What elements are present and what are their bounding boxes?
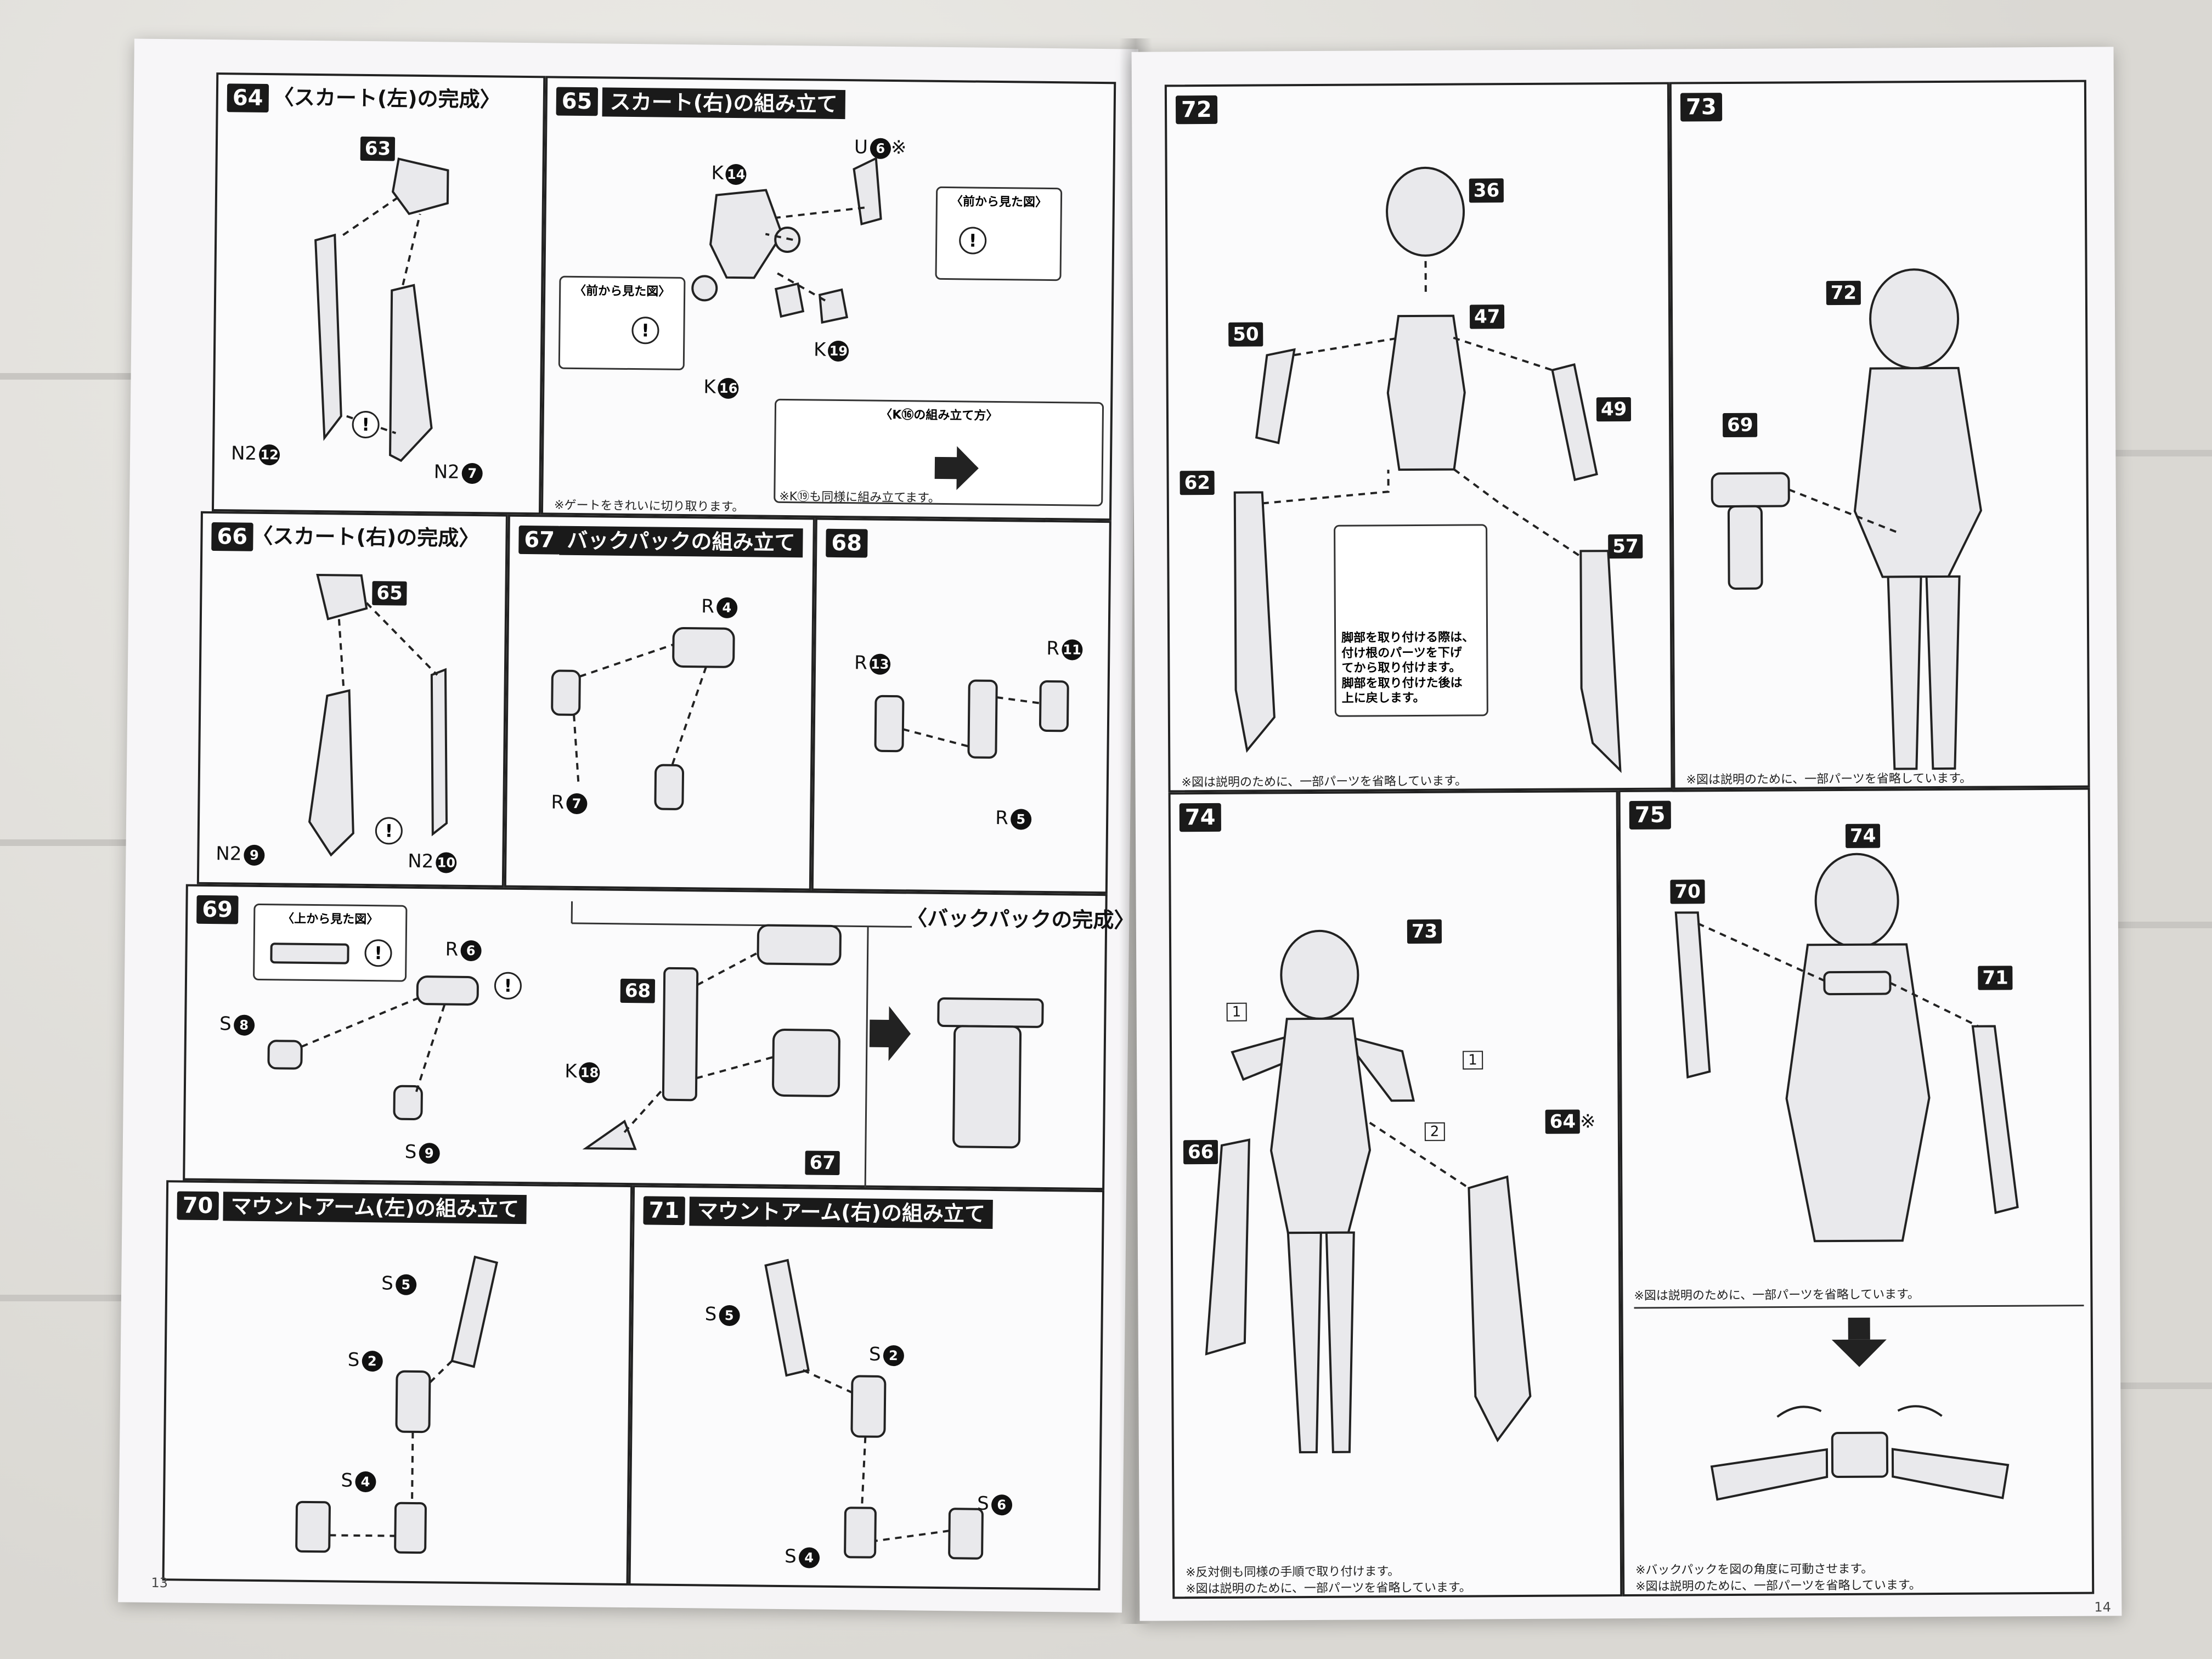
- inset-k16-assembly: 〈K⑯の組み立て方〉: [774, 398, 1104, 507]
- inset-front-view-b: 〈前から見た図〉 !: [935, 186, 1063, 281]
- attention-icon: !: [375, 817, 403, 845]
- step-72-panel: 72 36 47 50 49 62 57 脚部を取り付ける際は、 付け根のパーツ…: [1164, 82, 1673, 793]
- mount-arm-left-illustration: [295, 1255, 499, 1554]
- note-omitted: ※図は説明のために、一部パーツを省略しています。: [1686, 771, 1972, 787]
- attention-icon: !: [352, 410, 380, 439]
- step-75-panel: 75 74 70 71 ※図は説明のために、一部パーツを省略しています。 ※バッ…: [1618, 787, 2095, 1597]
- manual-page-right: 72 36 47 50 49 62 57 脚部を取り付ける際は、 付け根のパーツ…: [1131, 47, 2122, 1621]
- mount-arm-right-illustration: [764, 1259, 984, 1560]
- skirt-left-illustration: [314, 157, 449, 462]
- figure-with-skirt-illustration: [1205, 929, 1532, 1454]
- backpack-joint-illustration: [874, 679, 1069, 759]
- attention-icon: !: [958, 227, 987, 255]
- inset-top-view: 〈上から見た図〉 !: [253, 903, 408, 982]
- assembly-arrow: [934, 446, 979, 490]
- page-number: 14: [2094, 1599, 2112, 1615]
- figure-body-exploded-illustration: [1233, 166, 1622, 774]
- page-number: 13: [151, 1575, 168, 1591]
- skirt-right-illustration: [308, 574, 448, 857]
- top-view-part: [270, 943, 349, 964]
- note-other-side: ※反対側も同様の手順で取り付けます。: [1185, 1565, 1400, 1580]
- skirt-right-exploded-illustration: [691, 156, 882, 324]
- leg-attach-callout: 脚部を取り付ける際は、 付け根のパーツを下げ てから取り付けます。 脚部を取り付…: [1334, 524, 1488, 717]
- note-k19: ※K⑲も同様に組み立てます。: [779, 489, 940, 505]
- backpack-part-illustration: [551, 627, 735, 810]
- figure-back-illustration: [1711, 268, 1982, 770]
- note-gate: ※ゲートをきれいに切り取ります。: [554, 498, 744, 515]
- note-omitted: ※図は説明のために、一部パーツを省略しています。: [1635, 1578, 1921, 1594]
- note-omitted: ※図は説明のために、一部パーツを省略しています。: [1186, 1581, 1471, 1596]
- note-omitted-top: ※図は説明のために、一部パーツを省略しています。: [1634, 1288, 1920, 1303]
- step-73-panel: 73 72 69 ※図は説明のために、一部パーツを省略しています。: [1669, 80, 2090, 790]
- figure-mount-arm-illustration: [1634, 853, 2084, 1501]
- inset-front-view-a: 〈前から見た図〉 !: [558, 275, 686, 371]
- note-backpack-angle: ※バックパックを図の角度に可動させます。: [1635, 1562, 1874, 1577]
- backpack-assembly-illustration: [267, 901, 1044, 1190]
- note-omitted: ※図は説明のために、一部パーツを省略しています。: [1181, 774, 1468, 790]
- step-74-panel: 74 73 66 64※ 1 1 2 ※反対側も同様の手順で取り付けます。 ※図…: [1168, 790, 1623, 1599]
- attention-icon: !: [631, 317, 659, 345]
- callout-text: 脚部を取り付ける際は、 付け根のパーツを下げ てから取り付けます。 脚部を取り付…: [1341, 630, 1475, 706]
